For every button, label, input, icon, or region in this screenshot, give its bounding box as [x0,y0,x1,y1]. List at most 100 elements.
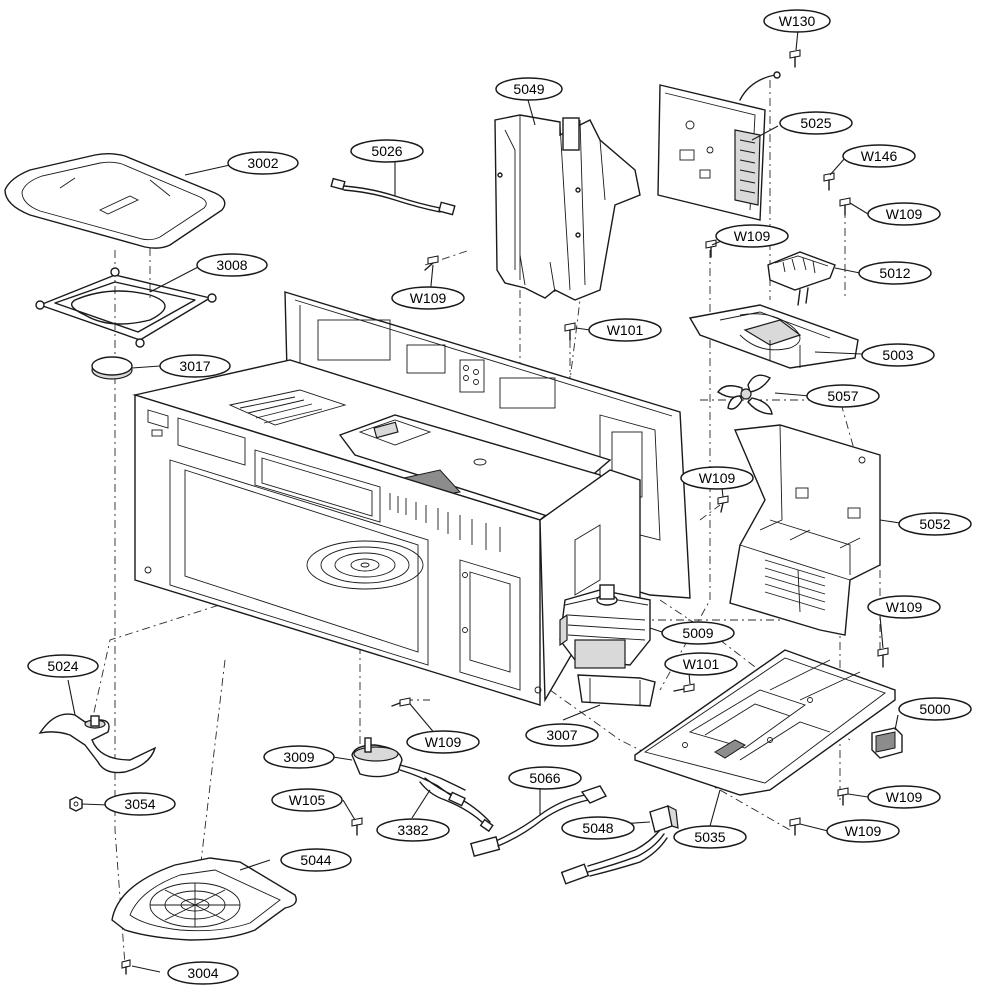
harness-3382 [419,777,494,833]
fan-blade-5057 [717,374,773,415]
relay-5012 [767,251,836,306]
callout-5000: 5000 [898,697,972,721]
control-board-5025 [657,71,781,221]
callout-label: 5026 [371,143,402,159]
callout-w109-d: W109 [680,466,754,490]
callout-3382: 3382 [376,818,450,842]
callout-w109-b: W109 [715,224,789,248]
callout-label: W109 [425,734,462,750]
callout-label: 5057 [827,388,858,404]
callout-5052: 5052 [898,512,972,536]
screw-w101-2 [673,683,695,693]
callout-label: W101 [607,322,644,338]
callout-3054: 3054 [104,792,176,816]
screw-3004 [121,959,131,975]
callout-5066: 5066 [508,766,582,790]
callout-label: 5025 [800,115,831,131]
callout-3017: 3017 [159,354,231,378]
screw-w130 [789,49,801,68]
callout-5049: 5049 [495,77,563,101]
callout-label: W109 [886,599,923,615]
callout-label: 5000 [919,701,950,717]
callout-label: 5052 [919,516,950,532]
stirrer-cover-5044 [111,857,297,941]
callout-label: W105 [289,792,326,808]
callout-5003: 5003 [861,343,935,367]
base-plate-5035 [634,649,896,796]
callout-3004: 3004 [167,961,239,985]
duct-housing-5052 [729,424,881,636]
callout-w109-c: W109 [391,286,465,310]
callout-label: W109 [886,789,923,805]
switch-5000 [871,727,903,759]
bracket-5049 [494,114,641,301]
magnetron-5009 [559,584,651,669]
callout-5035: 5035 [673,825,747,849]
callout-label: 5049 [513,81,544,97]
screw-w109-3 [424,255,439,271]
callout-label: W109 [886,206,923,222]
callout-w146: W146 [842,144,916,168]
callout-5026: 5026 [350,139,424,163]
callout-label: 5003 [882,347,913,363]
callout-label: 5048 [582,820,613,836]
callout-label: W130 [779,13,816,29]
callout-label: 3054 [124,796,155,812]
screw-w109-7 [837,787,849,806]
callout-5009: 5009 [661,621,735,645]
callout-5048: 5048 [561,816,635,840]
callout-w109-a: W109 [867,202,941,226]
callout-label: 3008 [216,257,247,273]
stirrer-5024 [38,713,157,774]
wire-harness-5026 [330,177,456,216]
callout-label: 3017 [179,358,210,374]
callout-w109-f: W109 [406,730,480,754]
screw-w109-6 [391,697,411,707]
fan-bracket-5003 [688,304,859,369]
callout-5044: 5044 [280,848,352,872]
callout-label: 5066 [529,770,560,786]
coupler-3017 [91,356,133,380]
screw-w101-1 [564,322,576,341]
callout-label: W109 [845,823,882,839]
callout-w109-g: W109 [867,785,941,809]
callout-3008: 3008 [196,253,268,277]
callouts: W130 5049 5025 5026 3002 W146 W109 W109 … [27,9,972,985]
nut-3054 [69,796,83,812]
callout-5012: 5012 [858,261,932,285]
callout-5025: 5025 [779,111,853,135]
callout-label: 3382 [397,822,428,838]
screw-w109-5 [877,647,889,668]
callout-label: W109 [699,470,736,486]
callout-label: W109 [410,290,447,306]
harness-5066 [470,785,608,857]
screws [121,49,889,975]
screw-w109-4 [717,495,729,513]
waveguide-3007 [577,674,656,707]
callout-w130: W130 [763,9,831,33]
callout-w101-b: W101 [664,652,738,676]
callout-5057: 5057 [806,384,880,408]
harness-5048 [560,804,679,885]
callout-label: 3009 [283,749,314,765]
screw-w109-2 [705,239,717,258]
screw-w146 [823,172,835,191]
callout-w109-h: W109 [826,819,900,843]
callout-label: 5009 [682,625,713,641]
glass-tray-3002 [4,153,226,249]
callout-label: 3002 [247,155,278,171]
callout-label: W109 [734,228,771,244]
callout-label: 3004 [187,965,218,981]
turntable-motor-3009 [351,737,466,801]
callout-5024: 5024 [27,654,99,678]
callout-3009: 3009 [263,745,335,769]
callout-label: 5035 [694,829,725,845]
callout-w109-e: W109 [867,595,941,619]
callout-label: W101 [683,656,720,672]
callout-w105: W105 [271,788,343,812]
callout-w101-a: W101 [588,318,662,342]
screw-w109-1 [839,197,851,216]
oven-cavity [132,291,691,706]
callout-3007: 3007 [525,723,599,747]
